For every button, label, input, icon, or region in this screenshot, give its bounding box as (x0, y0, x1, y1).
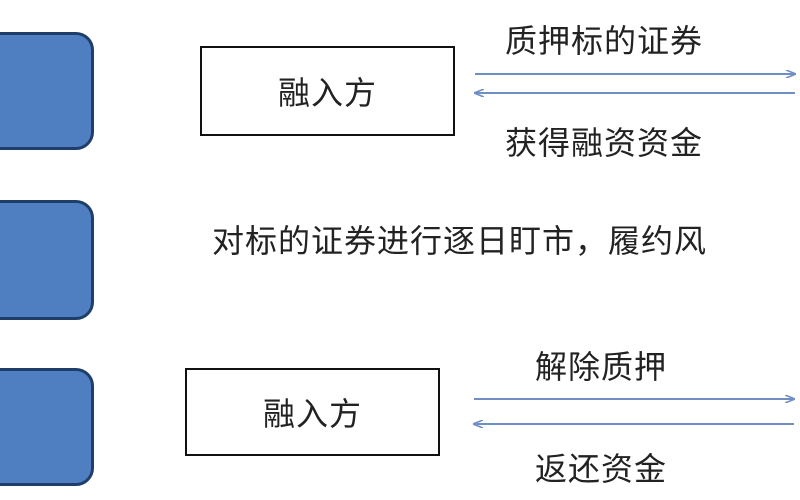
pledge-securities-label: 质押标的证券 (505, 22, 704, 60)
mark-to-market-text: 对标的证券进行逐日盯市，履约风 (212, 222, 708, 260)
return-funds-label: 返还资金 (535, 450, 668, 488)
borrower-label-close: 融入方 (262, 395, 362, 433)
borrower-box-open: 融入方 (200, 46, 455, 136)
release-pledge-label: 解除质押 (535, 348, 668, 386)
receive-funds-label: 获得融资资金 (505, 124, 704, 162)
step-box-monitor (0, 200, 94, 320)
step-box-close (0, 368, 94, 486)
borrower-label-open: 融入方 (277, 74, 377, 112)
step-box-open (0, 32, 94, 150)
borrower-box-close: 融入方 (185, 368, 440, 456)
